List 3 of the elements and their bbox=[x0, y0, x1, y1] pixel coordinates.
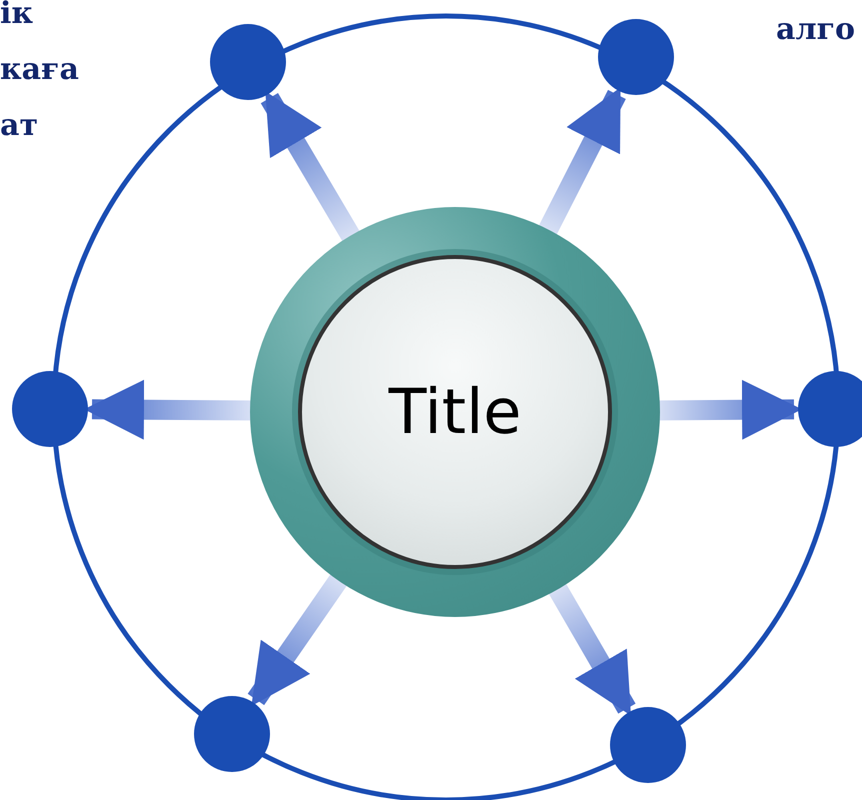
title-text: Title bbox=[388, 381, 522, 443]
heading-text: ік каға ат bbox=[0, 0, 80, 145]
heading-text: алго bbox=[776, 11, 855, 49]
